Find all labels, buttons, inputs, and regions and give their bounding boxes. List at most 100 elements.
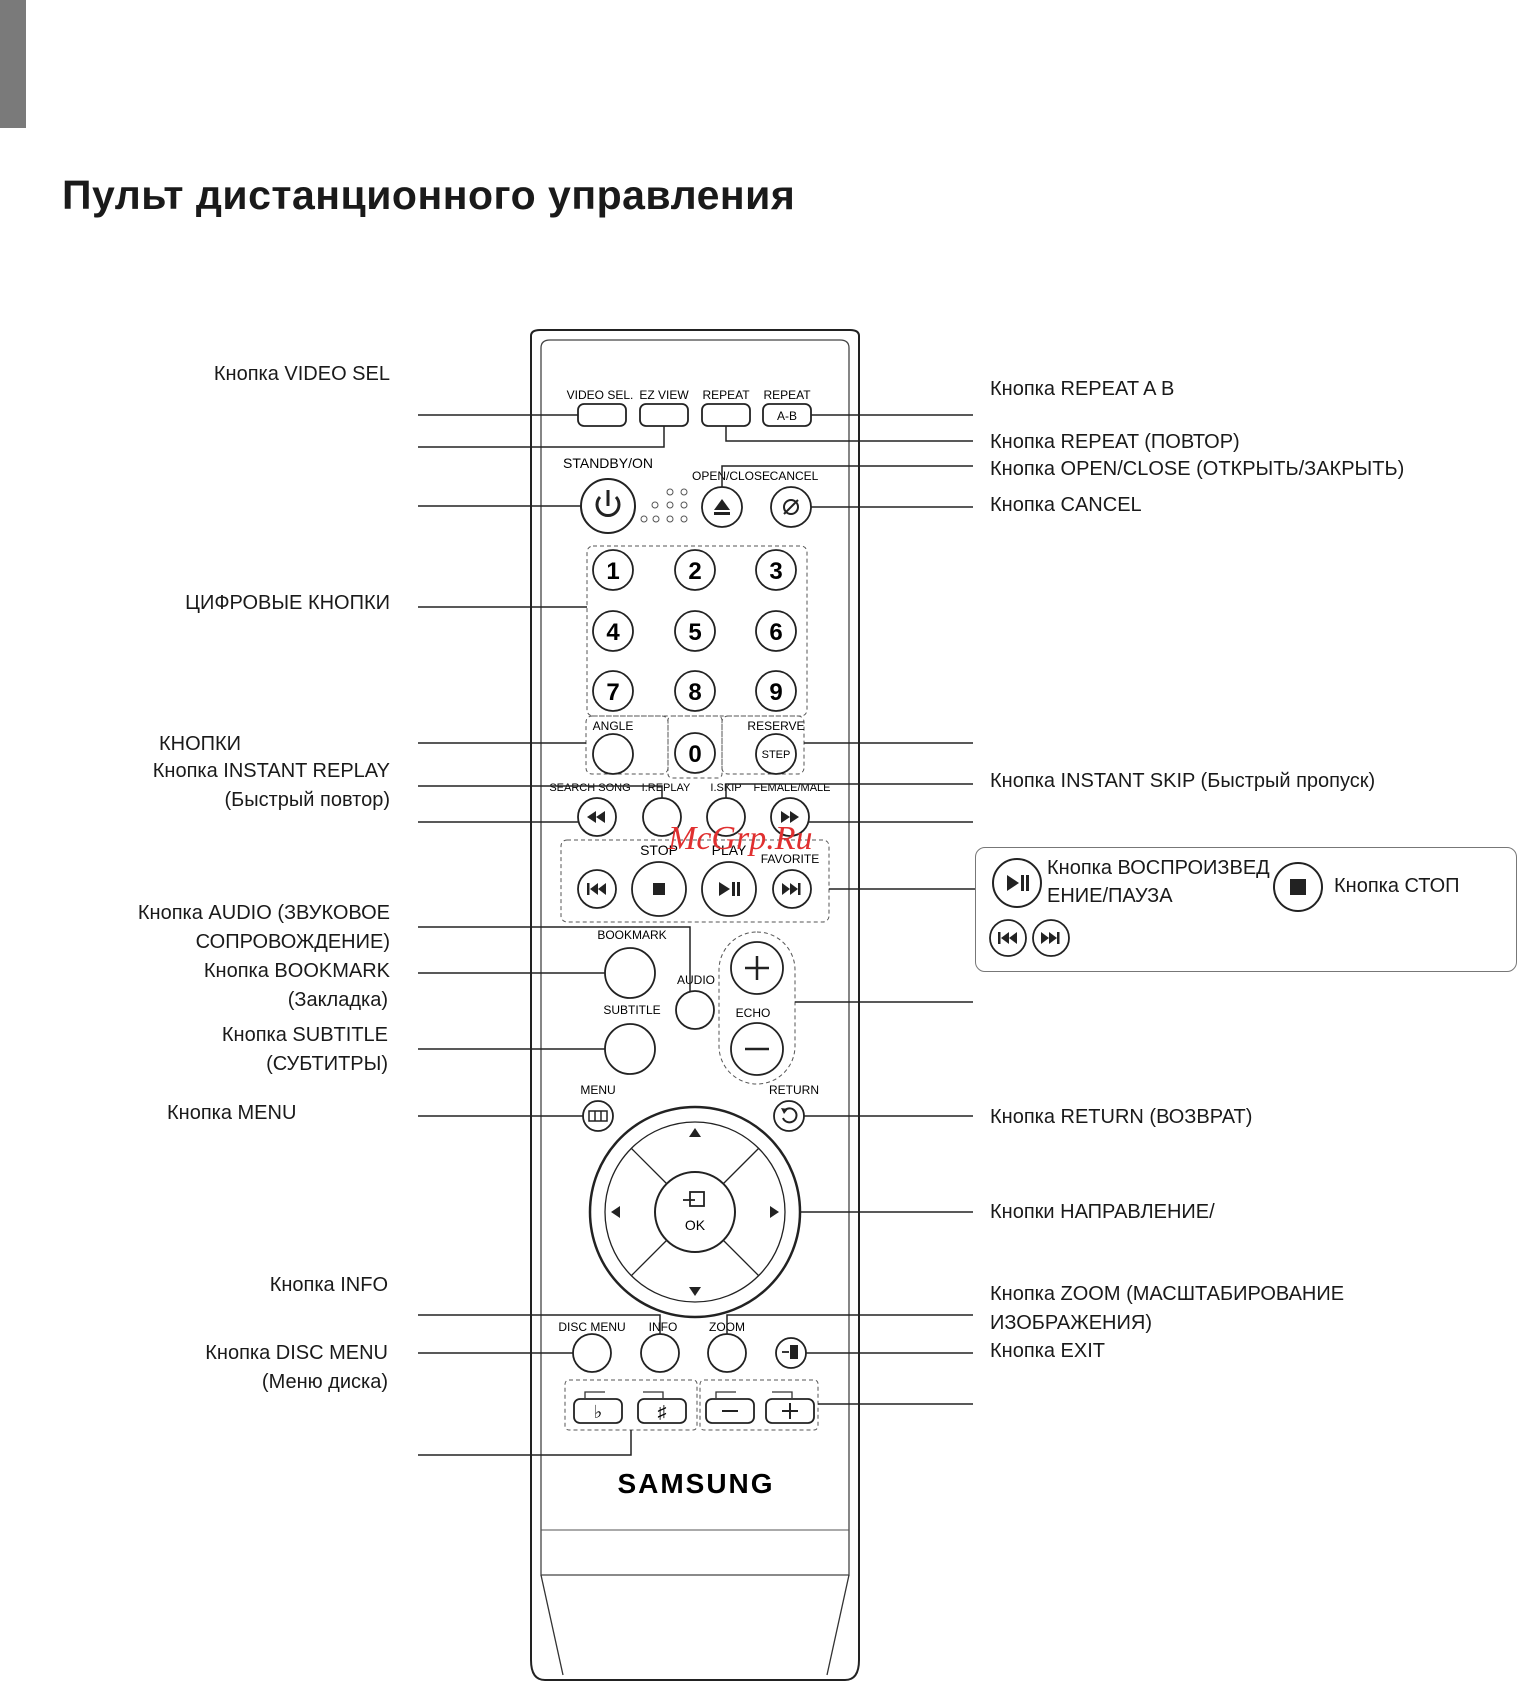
- bookmark-button[interactable]: BOOKMARK: [597, 928, 667, 999]
- open-close-button[interactable]: OPEN/CLOSE: [692, 469, 770, 528]
- ez-view-button[interactable]: EZ VIEW: [639, 388, 689, 427]
- digit-button-8[interactable]: 8: [674, 670, 716, 712]
- svg-text:ANGLE: ANGLE: [593, 719, 634, 733]
- skip-forward-icon: [1032, 919, 1070, 957]
- svg-text:INFO: INFO: [649, 1320, 678, 1334]
- exit-button[interactable]: [775, 1337, 807, 1369]
- legend-play-text: Кнопка ВОСПРОИЗВЕД: [1047, 857, 1270, 879]
- repeat-button[interactable]: REPEAT: [701, 388, 751, 427]
- callout-disc-menu: Кнопка DISC MENU: [205, 1342, 388, 1364]
- digit-button-5[interactable]: 5: [674, 610, 716, 652]
- svg-text:OK: OK: [685, 1217, 706, 1233]
- down-arrow-icon: [689, 1287, 701, 1296]
- transport-group: [560, 839, 830, 923]
- digit-label: 3: [769, 558, 782, 585]
- repeat-ab-button[interactable]: REPEAT A-B: [762, 388, 812, 427]
- digit-label: 0: [688, 741, 701, 768]
- previous-button[interactable]: [577, 869, 617, 909]
- skip-back-icon: [587, 883, 606, 895]
- key-sharp-button[interactable]: ♯: [637, 1398, 687, 1424]
- digit-button-4[interactable]: 4: [592, 610, 634, 652]
- digit-button-7[interactable]: 7: [592, 670, 634, 712]
- svg-text:SEARCH SONG: SEARCH SONG: [549, 782, 630, 794]
- digit-button-0[interactable]: 0: [674, 732, 716, 774]
- digit-label: 9: [769, 679, 782, 706]
- callout-audio-sub: СОПРОВОЖДЕНИЕ): [195, 931, 390, 953]
- fast-forward-icon: [781, 811, 799, 823]
- svg-text:STANDBY/ON: STANDBY/ON: [563, 455, 653, 471]
- callout-audio: Кнопка AUDIO (ЗВУКОВОЕ: [137, 902, 390, 924]
- callout-instant-replay: Кнопка INSTANT REPLAY: [152, 760, 390, 782]
- stop-icon: [653, 883, 665, 895]
- next-button[interactable]: FAVORITE: [761, 852, 819, 909]
- play-pause-icon: [719, 882, 740, 896]
- callout-numeric-buttons: ЦИФРОВЫЕ КНОПКИ: [185, 592, 390, 614]
- callout-subtitle: Кнопка SUBTITLE: [221, 1024, 388, 1046]
- return-icon: [781, 1107, 798, 1124]
- stop-button[interactable]: STOP: [631, 842, 687, 917]
- svg-text:VIDEO SEL.: VIDEO SEL.: [567, 388, 634, 402]
- callout-disc-menu-sub: (Меню диска): [261, 1371, 388, 1393]
- callout-exit: Кнопка EXIT: [990, 1340, 1105, 1362]
- callout-direction: Кнопки НАПРАВЛЕНИЕ/: [990, 1201, 1215, 1223]
- angle-button[interactable]: ANGLE: [592, 719, 634, 775]
- svg-text:BOOKMARK: BOOKMARK: [597, 928, 666, 942]
- svg-text:DISC MENU: DISC MENU: [558, 1320, 625, 1334]
- svg-text:FEMALE/MALE: FEMALE/MALE: [753, 782, 830, 794]
- power-icon: [595, 490, 621, 517]
- play-pause-button[interactable]: PLAY: [701, 842, 757, 917]
- standby-button[interactable]: STANDBY/ON: [563, 455, 653, 534]
- echo-group: [718, 931, 796, 1085]
- echo-plus-button[interactable]: [730, 941, 784, 995]
- svg-text:MENU: MENU: [580, 1083, 615, 1097]
- callout-subtitle-sub: (СУБТИТРЫ): [266, 1053, 388, 1075]
- enter-icon: [683, 1191, 705, 1207]
- digit-button-2[interactable]: 2: [674, 549, 716, 591]
- callout-zoom-sub: ИЗОБРАЖЕНИЯ): [990, 1312, 1152, 1334]
- callout-cancel: Кнопка CANCEL: [990, 494, 1142, 516]
- indicator-dots: [640, 488, 688, 523]
- female-male-button[interactable]: FEMALE/MALE: [753, 782, 831, 837]
- digit-label: 6: [769, 619, 782, 646]
- digit-button-6[interactable]: 6: [755, 610, 797, 652]
- left-arrow-icon: [611, 1206, 620, 1218]
- legend-stop-text: Кнопка СТОП: [1334, 875, 1460, 897]
- callout-open-close: Кнопка OPEN/CLOSE (ОТКРЫТЬ/ЗАКРЫТЬ): [990, 458, 1405, 480]
- echo-minus-button[interactable]: [730, 1022, 784, 1076]
- callout-bookmark-sub: (Закладка): [287, 989, 388, 1011]
- key-flat-button[interactable]: ♭: [573, 1398, 623, 1424]
- video-sel-button[interactable]: VIDEO SEL.: [567, 388, 634, 427]
- digit-button-1[interactable]: 1: [592, 549, 634, 591]
- digit-button-9[interactable]: 9: [755, 670, 797, 712]
- menu-button[interactable]: MENU: [580, 1083, 616, 1132]
- right-arrow-icon: [770, 1206, 779, 1218]
- digit-button-3[interactable]: 3: [755, 549, 797, 591]
- svg-text:OPEN/CLOSE: OPEN/CLOSE: [692, 469, 770, 483]
- callout-repeat: Кнопка REPEAT (ПОВТОР): [990, 431, 1240, 453]
- return-button[interactable]: RETURN: [769, 1083, 819, 1132]
- step-button[interactable]: RESERVE STEP: [747, 719, 805, 775]
- audio-button[interactable]: AUDIO: [675, 973, 715, 1030]
- brand-logo: SAMSUNG: [617, 1468, 774, 1499]
- search-song-button[interactable]: SEARCH SONG: [549, 782, 631, 837]
- menu-icon: [588, 1110, 608, 1122]
- ok-button[interactable]: OK: [654, 1171, 736, 1253]
- volume-down-button[interactable]: [705, 1398, 755, 1424]
- callout-buttons: КНОПКИ: [159, 733, 242, 755]
- svg-text:SUBTITLE: SUBTITLE: [603, 1003, 660, 1017]
- callout-lines: [418, 414, 975, 1456]
- callout-video-sel: Кнопка VIDEO SEL: [213, 363, 390, 385]
- disc-menu-button[interactable]: DISC MENU: [558, 1320, 626, 1373]
- volume-up-button[interactable]: [765, 1398, 815, 1424]
- legend-play-text-2: ЕНИЕ/ПАУЗА: [1047, 885, 1173, 907]
- watermark: McGrp.Ru: [668, 820, 813, 857]
- digit-label: 8: [688, 679, 701, 706]
- cancel-button[interactable]: CANCEL: [770, 469, 819, 528]
- callout-info: Кнопка INFO: [269, 1274, 388, 1296]
- up-arrow-icon: [689, 1128, 701, 1137]
- stop-icon: [1273, 862, 1323, 912]
- svg-text:RESERVE: RESERVE: [747, 719, 804, 733]
- transport-legend: Кнопка ВОСПРОИЗВЕД ЕНИЕ/ПАУЗА Кнопка СТО…: [975, 847, 1517, 972]
